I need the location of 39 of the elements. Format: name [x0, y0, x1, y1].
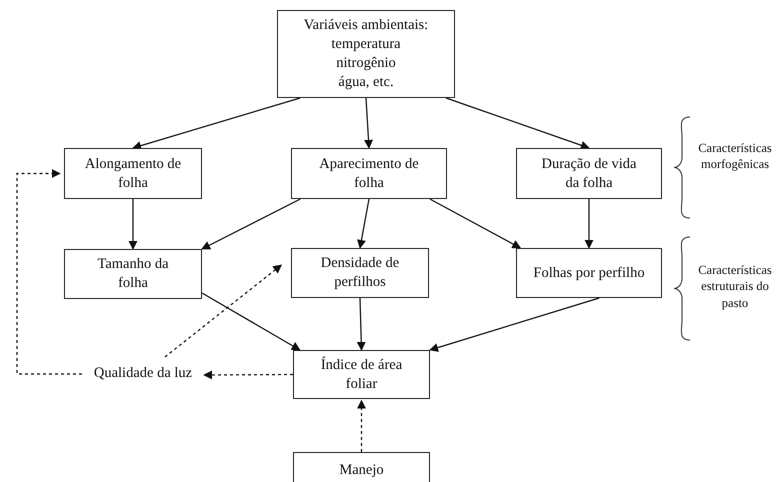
- process-box: [293, 350, 430, 399]
- arrow: [357, 198, 370, 249]
- arrow: [364, 98, 373, 149]
- arrow: [128, 199, 138, 250]
- box-text: Manejo: [339, 461, 384, 480]
- arrow: [429, 297, 600, 352]
- bracket-label: Características estruturais do pasto: [697, 262, 773, 311]
- dashed-arrow: [164, 264, 282, 358]
- process-box: [64, 148, 202, 199]
- box-text: Aparecimento de folha: [318, 154, 420, 192]
- box-text: água, etc.: [338, 72, 394, 92]
- box-text: Índice de área foliar: [320, 356, 404, 394]
- box-text: Duração de vida da folha: [540, 154, 638, 192]
- dashed-arrow: [16, 169, 82, 375]
- box-text: Densidade de perfilhos: [320, 254, 400, 292]
- arrow: [430, 198, 522, 249]
- process-box: [293, 452, 430, 482]
- process-box: [291, 248, 429, 298]
- box-text: Variáveis ambientais:: [304, 16, 428, 36]
- label-text: Qualidade da luz: [94, 364, 192, 382]
- arrow: [356, 298, 366, 351]
- box-text: Tamanho da folha: [96, 255, 170, 293]
- process-box: [291, 148, 447, 199]
- box-text: nitrogênio: [336, 54, 396, 73]
- box-text: Alongamento de folha: [84, 154, 182, 192]
- bracket-label: Características morfogênicas: [697, 140, 773, 172]
- process-box: [516, 248, 662, 298]
- arrow: [446, 97, 590, 150]
- arrow: [584, 199, 594, 249]
- arrow: [202, 292, 301, 351]
- dashed-arrow: [357, 400, 366, 452]
- box-text: temperatura: [331, 35, 401, 54]
- process-box: [516, 148, 662, 199]
- box-text: Folhas por perfilho: [533, 264, 645, 282]
- arrow: [132, 97, 300, 150]
- arrow: [201, 198, 301, 250]
- dashed-arrow: [203, 370, 293, 380]
- process-box: [64, 249, 202, 299]
- process-box: [277, 10, 455, 98]
